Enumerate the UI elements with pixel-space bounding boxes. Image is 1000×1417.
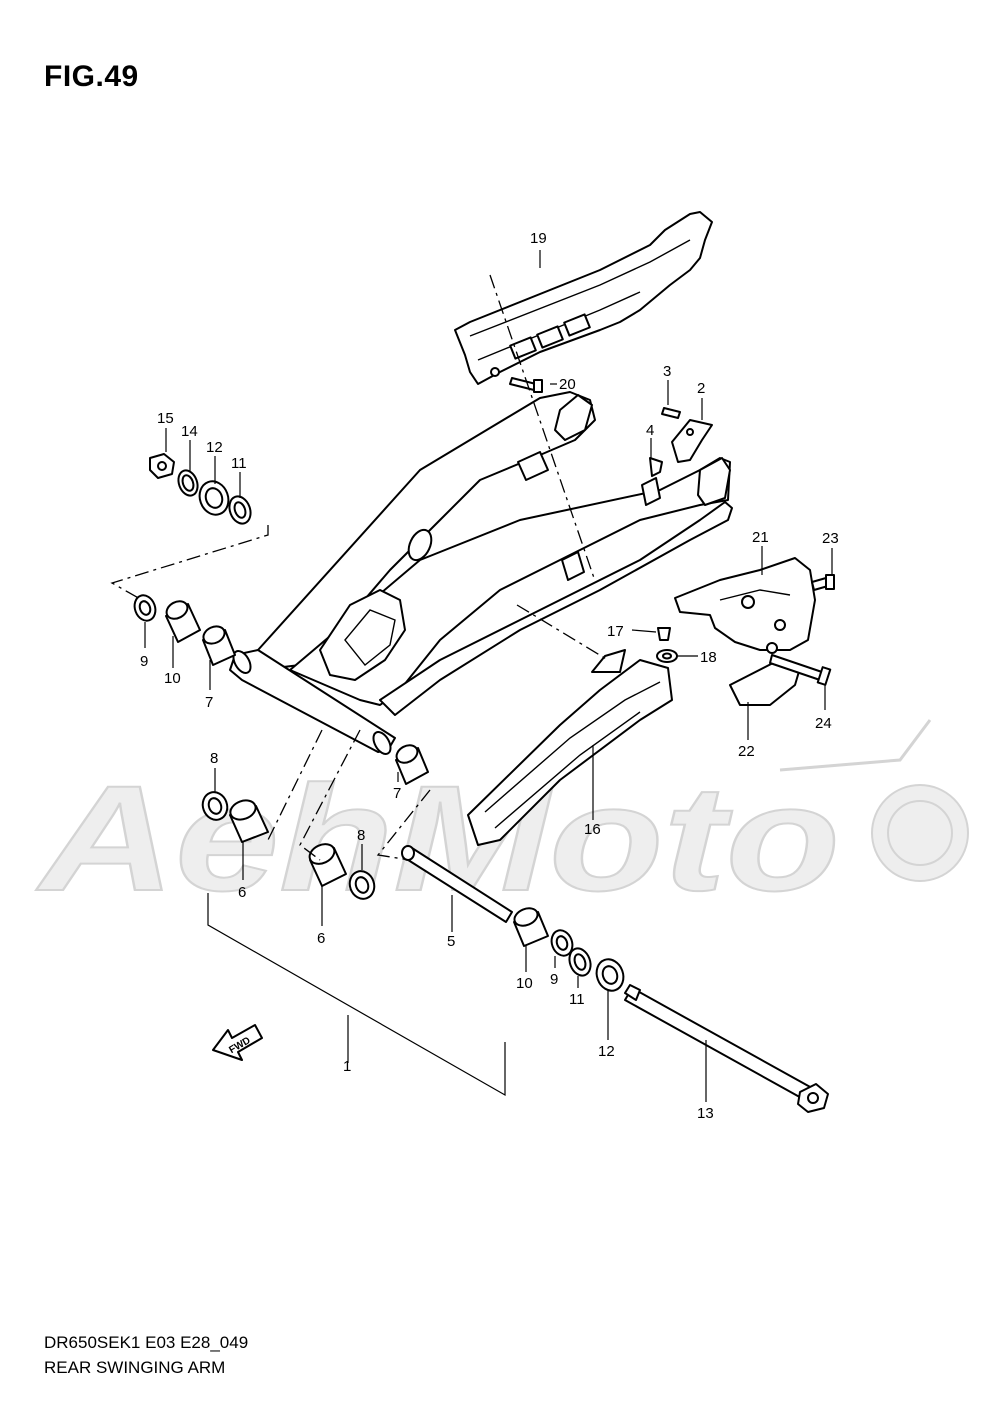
spacer-10-left[interactable] — [164, 598, 201, 643]
callout-14: 14 — [181, 423, 198, 440]
bolt-3[interactable] — [661, 407, 681, 419]
washer-9-left[interactable] — [131, 592, 159, 623]
callout-10b: 10 — [516, 975, 533, 992]
washer-9-right[interactable] — [548, 927, 576, 958]
callout-12b: 12 — [598, 1043, 615, 1060]
washer-11-right[interactable] — [566, 945, 594, 978]
callout-labels: 1 2 3 4 5 6 6 7 7 8 8 9 9 10 10 11 11 12… — [140, 230, 839, 1122]
callout-20: 20 — [559, 376, 576, 393]
callout-17: 17 — [607, 623, 624, 640]
screw-4[interactable] — [649, 457, 663, 477]
leader-lines — [144, 250, 833, 1102]
torque-bracket[interactable] — [674, 557, 816, 654]
callout-9b: 9 — [550, 971, 558, 988]
bearing-6-right[interactable] — [306, 840, 347, 887]
callout-21: 21 — [752, 529, 769, 546]
callout-19: 19 — [530, 230, 547, 247]
callout-9a: 9 — [140, 653, 148, 670]
bearing-7-right[interactable] — [394, 742, 429, 785]
watermark-wheel — [871, 784, 969, 882]
seal-8-right[interactable] — [346, 868, 378, 903]
callout-16: 16 — [584, 821, 601, 838]
callout-7a: 7 — [205, 694, 213, 711]
callout-13: 13 — [697, 1105, 714, 1122]
callout-4: 4 — [646, 422, 654, 439]
callout-6b: 6 — [317, 930, 325, 947]
bearing-7-left[interactable] — [201, 623, 236, 666]
callout-3: 3 — [663, 363, 671, 380]
washer-18[interactable] — [656, 649, 678, 663]
plate-2[interactable] — [671, 419, 713, 463]
callout-15: 15 — [157, 410, 174, 427]
bracket-bolt-24[interactable] — [769, 654, 832, 686]
nut-15[interactable] — [149, 453, 175, 479]
model-code: DR650SEK1 E03 E28_049 — [44, 1333, 249, 1352]
swing-arm[interactable] — [229, 391, 733, 757]
part-1-bracket — [207, 893, 506, 1097]
pivot-shaft-13[interactable] — [624, 984, 829, 1113]
assembly-lines — [110, 274, 609, 861]
bolt-20[interactable] — [509, 377, 543, 393]
callout-7b: 7 — [393, 785, 401, 802]
watermark-text: AehMoto — [35, 754, 840, 922]
callout-5: 5 — [447, 933, 455, 950]
bearing-6-left[interactable] — [228, 797, 269, 843]
callout-23: 23 — [822, 530, 839, 547]
washer-11-upper[interactable] — [226, 493, 254, 526]
figure-name: REAR SWINGING ARM — [44, 1358, 226, 1377]
callout-11b: 11 — [569, 991, 585, 1008]
callout-8b: 8 — [357, 827, 365, 844]
callout-10a: 10 — [164, 670, 181, 687]
chain-case[interactable] — [454, 211, 713, 385]
washer-12-upper[interactable] — [195, 477, 233, 519]
callout-1: 1 — [343, 1058, 351, 1075]
screw-17[interactable] — [657, 627, 671, 641]
callout-18: 18 — [700, 649, 717, 666]
fwd-arrow: FWD — [212, 1024, 263, 1061]
callout-11a: 11 — [231, 455, 247, 472]
callout-6a: 6 — [238, 884, 246, 901]
watermark: AehMoto — [34, 719, 969, 923]
callout-24: 24 — [815, 715, 832, 732]
spacer-10-right[interactable] — [512, 905, 549, 947]
seal-8-left[interactable] — [199, 789, 231, 824]
callout-2: 2 — [697, 380, 705, 397]
callout-8a: 8 — [210, 750, 218, 767]
washer-12-right[interactable] — [592, 956, 627, 995]
bracket-bolt-23[interactable] — [811, 574, 835, 591]
chain-buffer[interactable] — [467, 649, 673, 846]
callout-12a: 12 — [206, 439, 223, 456]
washer-14[interactable] — [175, 468, 201, 499]
figure-title: FIG.49 — [44, 60, 139, 93]
callout-22: 22 — [738, 743, 755, 760]
